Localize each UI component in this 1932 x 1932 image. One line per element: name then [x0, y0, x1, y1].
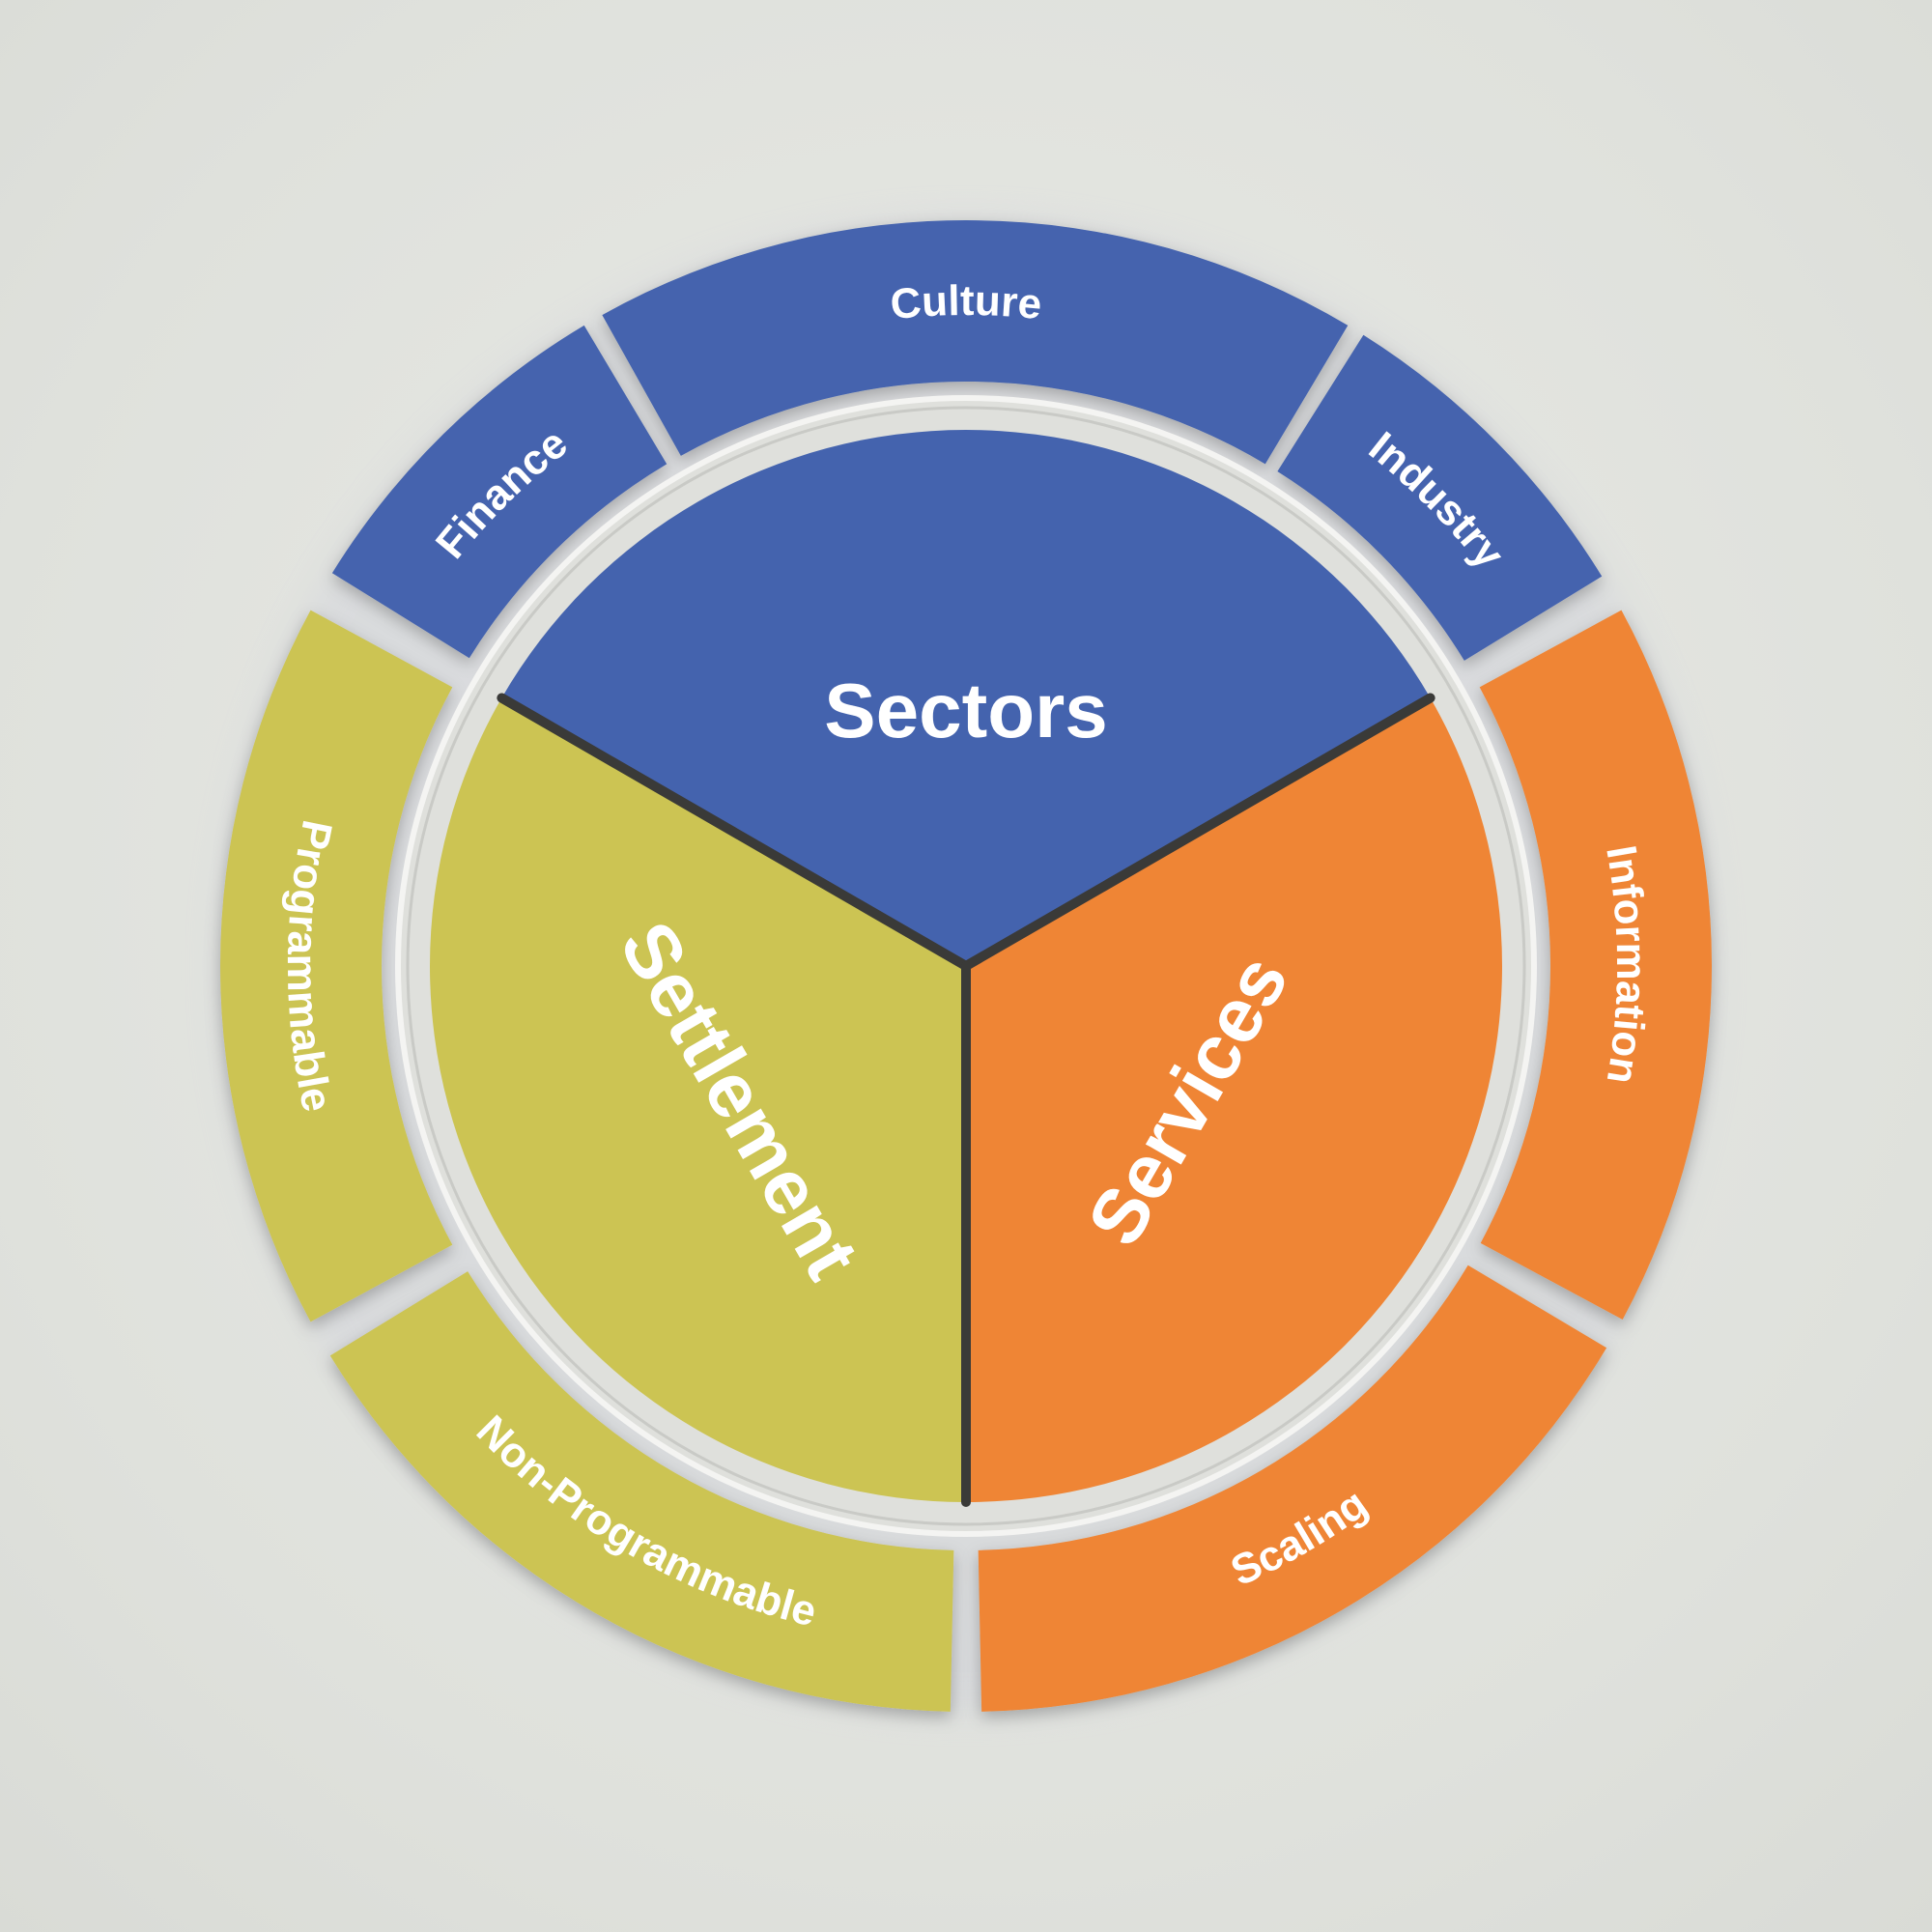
outer-ring [220, 219, 1712, 1712]
label-sectors: Sectors [824, 668, 1107, 753]
segment-industry[interactable] [1277, 334, 1603, 661]
inner-divider-2 [961, 693, 1435, 971]
inner-divider-1 [497, 693, 971, 971]
inner-dividers [497, 693, 1435, 1507]
label-culture: Culture [889, 277, 1044, 328]
separator-ring-edge [406, 406, 1526, 1526]
segment-finance[interactable] [331, 325, 668, 659]
segment-services[interactable] [966, 697, 1502, 1503]
segment-non-programmable[interactable] [329, 1271, 954, 1712]
segment-scaling[interactable] [978, 1264, 1607, 1712]
segment-culture[interactable] [602, 219, 1349, 465]
segment-information[interactable] [1479, 610, 1712, 1320]
segment-programmable[interactable] [220, 610, 453, 1322]
segment-settlement[interactable] [429, 697, 967, 1503]
